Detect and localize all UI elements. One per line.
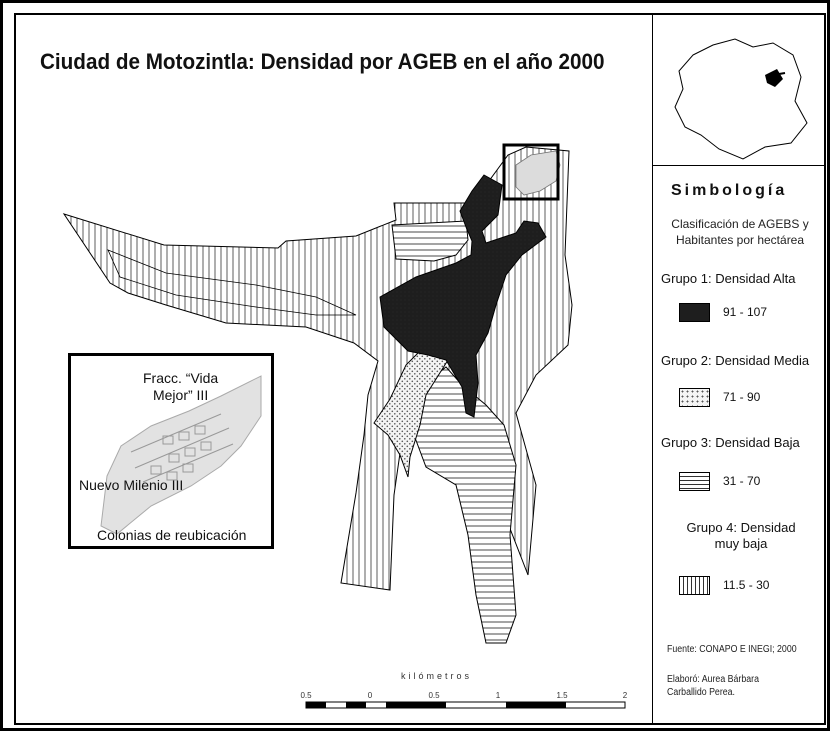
ageb-group1-area xyxy=(379,174,547,418)
inset-map: Fracc. “Vida Mejor” III Nuevo Milenio II… xyxy=(68,353,274,549)
ageb-western-strip xyxy=(107,249,357,316)
legend-subtitle: Clasificación de AGEBS y Habitantes por … xyxy=(671,217,809,247)
legend-group3-label: Grupo 3: Densidad Baja xyxy=(661,435,800,450)
legend-group2-swatch xyxy=(679,388,710,407)
inset-label-vida-mejor-line2: Mejor” III xyxy=(152,387,209,403)
legend-group4-swatch xyxy=(679,576,710,595)
legend-panel: Simbología Clasificación de AGEBS y Habi… xyxy=(653,15,824,723)
map-title: Ciudad de Motozintla: Densidad por AGEB … xyxy=(40,49,605,74)
locator-map xyxy=(653,15,824,166)
scale-tick: 0.5 xyxy=(428,691,440,700)
map-panel: Ciudad de Motozintla: Densidad por AGEB … xyxy=(16,15,653,723)
legend-group1-range: 91 - 107 xyxy=(723,305,768,319)
legend-group4-label-line1: Grupo 4: Densidad xyxy=(686,520,796,535)
legend-title: Simbología xyxy=(671,182,788,199)
locator-map-drawing xyxy=(674,38,808,160)
city-map xyxy=(62,143,626,709)
scale-tick: 1.5 xyxy=(556,691,568,700)
legend-group1-swatch xyxy=(679,303,710,322)
scale-tick: 1 xyxy=(495,691,501,700)
legend-group3-range: 31 - 70 xyxy=(723,474,761,488)
inset-label-vida-mejor: Fracc. “Vida Mejor” III xyxy=(143,370,218,404)
legend-group4-label: Grupo 4: Densidad muy baja xyxy=(661,520,821,552)
inset-label-nuevo-milenio: Nuevo Milenio III xyxy=(79,477,184,493)
inset-locator-box xyxy=(502,143,560,201)
scale-bar xyxy=(305,701,626,709)
legend-group4-range: 11.5 - 30 xyxy=(723,578,770,592)
legend-credit: Elaboró: Aurea Bárbara Carballido Perea. xyxy=(667,674,759,698)
legend-group1-label: Grupo 1: Densidad Alta xyxy=(661,271,796,286)
scale-tick: 0.5 xyxy=(300,691,312,700)
inset-map-drawing xyxy=(100,375,262,535)
inset-label-colonias: Colonias de reubicación xyxy=(97,527,247,543)
legend-group2-label: Grupo 2: Densidad Media xyxy=(661,353,810,368)
scale-tick: 0 xyxy=(367,691,373,700)
legend-group4-label-line2: muy baja xyxy=(714,536,768,551)
scale-title: kilómetros xyxy=(401,671,473,681)
ageb-group3-central xyxy=(391,220,469,262)
legend-group3-swatch xyxy=(679,472,710,491)
ageb-northeast-detail xyxy=(515,150,561,196)
inset-label-vida-mejor-line1: Fracc. “Vida xyxy=(143,370,219,386)
scale-tick: 2 xyxy=(622,691,628,700)
legend-source: Fuente: CONAPO E INEGI; 2000 xyxy=(667,644,797,655)
map-layout: Ciudad de Motozintla: Densidad por AGEB … xyxy=(14,13,826,725)
legend-group2-range: 71 - 90 xyxy=(723,390,761,404)
